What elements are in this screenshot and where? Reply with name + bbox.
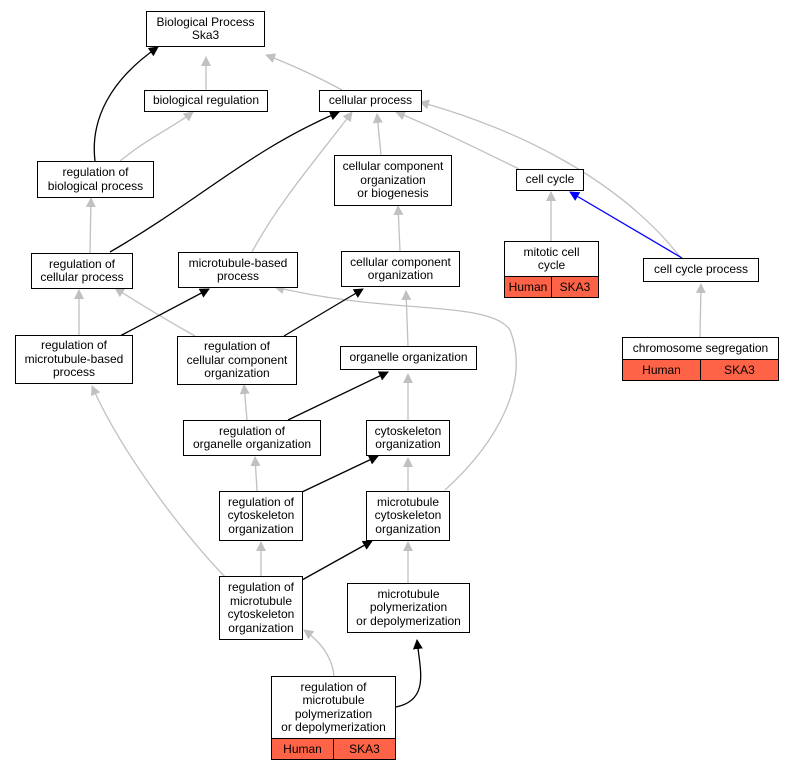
node-label: microtubule-based process xyxy=(188,255,288,283)
edge-regulates xyxy=(283,288,364,337)
edge-is-a xyxy=(250,456,261,492)
node-label: regulation of cellular component organiz… xyxy=(186,339,288,381)
node-regulation-of-microtubule-polymerization-or-depolymerization[interactable]: regulation of microtubule polymerization… xyxy=(271,676,396,739)
node-label: Biological Process Ska3 xyxy=(156,14,255,42)
node-microtubule-cytoskeleton-organization[interactable]: microtubule cytoskeleton organization xyxy=(366,491,450,541)
node-label: organelle organization xyxy=(349,350,468,365)
node-cellular-component-organization-or-biogenesis[interactable]: cellular component organization or bioge… xyxy=(334,155,452,206)
edge-regulates xyxy=(93,46,159,162)
annotation-gene[interactable]: SKA3 xyxy=(700,360,778,380)
annotation-species[interactable]: Human xyxy=(272,739,333,759)
node-label: cell cycle process xyxy=(653,262,749,277)
node-label: chromosome segregation xyxy=(632,340,769,355)
edge-regulates xyxy=(395,639,423,708)
node-cell-cycle-process[interactable]: cell cycle process xyxy=(643,258,759,282)
node-regulation-of-cellular-component-organization[interactable]: regulation of cellular component organiz… xyxy=(177,336,297,385)
node-label: biological regulation xyxy=(152,93,260,108)
node-cell-cycle[interactable]: cell cycle xyxy=(516,169,584,191)
edge-regulates xyxy=(301,540,373,581)
edge-is-a xyxy=(303,629,335,677)
annotation-row-regulation-of-microtubule-polymerization: Human SKA3 xyxy=(271,739,396,760)
node-label: regulation of microtubule cytoskeleton o… xyxy=(227,580,295,635)
annotation-species[interactable]: Human xyxy=(505,277,551,297)
node-label: regulation of microtubule-based process xyxy=(24,338,124,380)
node-regulation-of-biological-process[interactable]: regulation of biological process xyxy=(37,161,154,198)
edge-regulates xyxy=(301,455,379,493)
annotation-gene[interactable]: SKA3 xyxy=(551,277,598,297)
node-label: cytoskeleton organization xyxy=(374,423,442,451)
node-label: cell cycle xyxy=(525,172,575,187)
edge-is-a xyxy=(372,113,383,156)
edge-is-a xyxy=(239,384,250,421)
edge-is-a xyxy=(119,111,194,162)
edge-is-a xyxy=(274,284,517,491)
node-label: microtubule cytoskeleton organization xyxy=(374,494,442,536)
node-biological-regulation[interactable]: biological regulation xyxy=(144,90,268,112)
node-regulation-of-microtubule-cytoskeleton-organization[interactable]: regulation of microtubule cytoskeleton o… xyxy=(219,576,303,640)
node-mitotic-cell-cycle[interactable]: mitotic cell cycle xyxy=(504,241,599,277)
node-cellular-process[interactable]: cellular process xyxy=(319,90,422,112)
edge-is-a xyxy=(251,111,353,253)
node-label: regulation of microtubule polymerization… xyxy=(281,679,386,734)
node-label: microtubule polymerization or depolymeri… xyxy=(356,586,461,628)
annotation-species[interactable]: Human xyxy=(623,360,700,380)
node-microtubule-polymerization-or-depolymerization[interactable]: microtubule polymerization or depolymeri… xyxy=(347,583,470,633)
node-regulation-of-cytoskeleton-organization[interactable]: regulation of cytoskeleton organization xyxy=(219,491,303,541)
edge-is-a xyxy=(265,53,343,91)
edge-regulates xyxy=(287,371,389,421)
edge-is-a xyxy=(395,110,520,170)
node-label: regulation of organelle organization xyxy=(192,423,312,451)
node-regulation-of-microtubule-based-process[interactable]: regulation of microtubule-based process xyxy=(15,335,133,384)
edge-is-a xyxy=(419,99,682,259)
edge-part-of xyxy=(569,191,683,259)
edge-is-a xyxy=(695,283,706,338)
node-label: regulation of cytoskeleton organization xyxy=(227,494,295,536)
node-label: mitotic cell cycle xyxy=(523,244,580,272)
annotation-row-chromosome-segregation: Human SKA3 xyxy=(622,360,779,381)
node-label: regulation of biological process xyxy=(47,165,144,193)
edge-is-a xyxy=(85,197,96,254)
node-chromosome-segregation[interactable]: chromosome segregation xyxy=(622,337,779,360)
node-label: cellular component organization or bioge… xyxy=(342,159,444,201)
edge-is-a xyxy=(91,385,227,579)
edge-is-a xyxy=(114,287,196,337)
node-organelle-organization[interactable]: organelle organization xyxy=(340,346,477,370)
node-cellular-component-organization[interactable]: cellular component organization xyxy=(341,251,460,287)
edge-regulates xyxy=(119,288,210,337)
node-label: cellular component organization xyxy=(350,254,451,282)
node-cytoskeleton-organization[interactable]: cytoskeleton organization xyxy=(366,420,450,456)
node-regulation-of-cellular-process[interactable]: regulation of cellular process xyxy=(31,253,133,289)
edge-is-a xyxy=(393,205,404,252)
edge-regulates xyxy=(109,110,340,253)
annotation-row-mitotic-cell-cycle: Human SKA3 xyxy=(504,277,599,298)
node-microtubule-based-process[interactable]: microtubule-based process xyxy=(178,252,298,288)
node-biological-process-root[interactable]: Biological Process Ska3 xyxy=(146,11,265,47)
annotation-gene[interactable]: SKA3 xyxy=(333,739,395,759)
node-regulation-of-organelle-organization[interactable]: regulation of organelle organization xyxy=(183,420,321,456)
edge-is-a xyxy=(401,290,412,347)
node-label: regulation of cellular process xyxy=(40,256,124,284)
node-label: cellular process xyxy=(328,93,413,108)
